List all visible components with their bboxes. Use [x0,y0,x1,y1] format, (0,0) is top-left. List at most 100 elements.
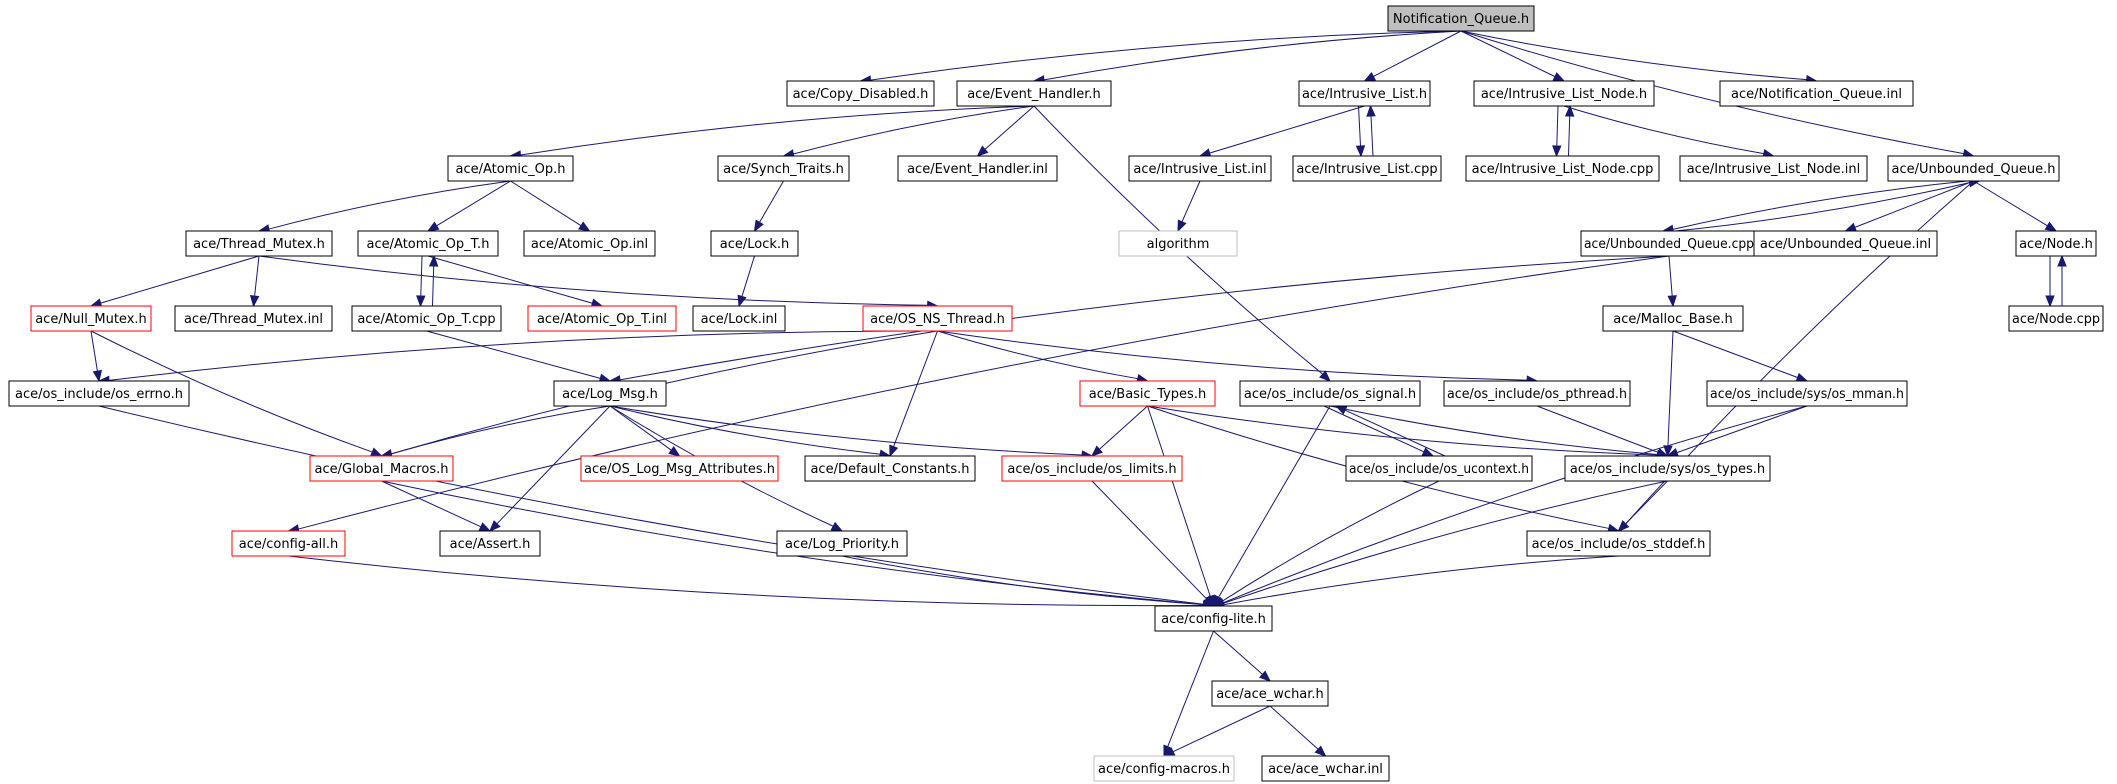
node-ace-wchar-inl[interactable]: ace/ace_wchar.inl [1261,755,1390,782]
node-os-mman[interactable]: ace/os_include/sys/os_mman.h [1706,380,1908,407]
node-copy-dis[interactable]: ace/Copy_Disabled.h [786,80,935,107]
arrowhead [976,145,989,157]
node-null-mutex[interactable]: ace/Null_Mutex.h [30,305,152,332]
edge-line [496,405,611,525]
edge-log_msg-to-default_const [609,405,892,459]
node-atomic-t-h[interactable]: ace/Atomic_Op_T.h [357,230,499,257]
node-box [1345,455,1533,482]
node-config-all[interactable]: ace/config-all.h [231,530,346,557]
node-ace-wchar-h[interactable]: ace/ace_wchar.h [1211,680,1329,707]
edge-synch_traits-to-lock_h [753,180,784,233]
edge-os_limits-to-config_lite [1091,480,1215,607]
node-intr-list-inl[interactable]: ace/Intrusive_List.inl [1128,155,1272,182]
node-os-stddef[interactable]: ace/os_include/os_stddef.h [1526,530,1711,557]
edge-unb_cpp-to-malloc_base [1667,255,1677,308]
node-box [776,530,908,557]
node-nq-inl[interactable]: ace/Notification_Queue.inl [1719,80,1914,107]
node-algorithm[interactable]: algorithm [1118,230,1238,257]
edge-line [937,330,1528,381]
node-thread-mutex-h[interactable]: ace/Thread_Mutex.h [185,230,333,257]
node-box [447,155,574,182]
edge-line [1676,405,1808,454]
edge-config_all-to-config_lite [288,555,1215,611]
node-intr-list-h[interactable]: ace/Intrusive_List.h [1298,80,1431,107]
node-intr-node-inl[interactable]: ace/Intrusive_List_Node.inl [1679,155,1868,182]
node-label: ace/Atomic_Op.h [456,162,566,177]
edge-basic_types-to-os_types [1147,405,1669,460]
edge-basic_types-to-config_lite [1147,405,1215,608]
edge-line [1668,255,1673,297]
node-box [1706,380,1908,407]
node-label: ace/OS_NS_Thread.h [870,312,1005,327]
node-label: ace/Atomic_Op_T.h [367,237,490,252]
node-box [553,380,667,407]
node-config-macros[interactable]: ace/config-macros.h [1093,755,1235,782]
node-lock-h[interactable]: ace/Lock.h [710,230,799,257]
node-event-h[interactable]: ace/Event_Handler.h [956,80,1112,107]
edge-line [1167,630,1214,747]
edge-line [1147,405,1658,456]
edge-unb_cpp-to-unb_h [1674,178,1981,232]
node-box [174,305,333,332]
node-os-types[interactable]: ace/os_include/sys/os_types.h [1564,455,1771,482]
node-os-pthread[interactable]: ace/os_include/os_pthread.h [1443,380,1631,407]
node-unb-cpp[interactable]: ace/Unbounded_Queue.cpp [1580,230,1758,257]
node-intr-list-cpp[interactable]: ace/Intrusive_List.cpp [1292,155,1442,182]
node-intr-node-cpp[interactable]: ace/Intrusive_List_Node.cpp [1465,155,1660,182]
node-lock-inl[interactable]: ace/Lock.inl [692,305,786,332]
edge-log_msg-to-global_macros [380,405,611,459]
node-os-ns-thread[interactable]: ace/OS_NS_Thread.h [862,305,1013,332]
edge-line [1674,182,1970,232]
edge-config_lite-to-ace_wchar_h [1213,630,1272,682]
arrowhead [1617,520,1630,532]
node-event-inl[interactable]: ace/Event_Handler.inl [897,155,1058,182]
node-atomic-h[interactable]: ace/Atomic_Op.h [447,155,574,182]
arrowhead [1844,222,1858,232]
node-label: ace/config-lite.h [1161,612,1266,627]
node-nq-h[interactable]: Notification_Queue.h [1387,5,1535,32]
edge-line [841,555,1204,606]
node-global-macros[interactable]: ace/Global_Macros.h [309,455,454,482]
edge-atomic_h-to-atomic_inl [510,180,591,232]
node-synch-traits[interactable]: ace/Synch_Traits.h [717,155,850,182]
node-label: ace/Intrusive_List.inl [1133,162,1266,177]
node-os-signal[interactable]: ace/os_include/os_signal.h [1239,380,1421,407]
node-box [1292,155,1442,182]
edge-atomic_h-to-atomic_t_h [426,180,511,232]
node-label: ace/config-macros.h [1098,762,1230,777]
node-log-msg[interactable]: ace/Log_Msg.h [553,380,667,407]
node-os-ucontext[interactable]: ace/os_include/os_ucontext.h [1345,455,1533,482]
node-unb-inl[interactable]: ace/Unbounded_Queue.inl [1753,230,1938,257]
edge-line [1323,405,1425,453]
node-log-priority[interactable]: ace/Log_Priority.h [776,530,908,557]
node-box [710,230,799,257]
node-box [1128,155,1272,182]
edge-line [1672,180,1968,230]
arrowhead [668,446,681,457]
node-assert-h[interactable]: ace/Assert.h [439,530,541,557]
node-os-log-attr[interactable]: ace/OS_Log_Msg_Attributes.h [580,455,779,482]
node-box [1118,230,1238,257]
node-os-errno[interactable]: ace/os_include/os_errno.h [8,380,190,407]
edge-ace_wchar_h-to-config_macros [1162,705,1271,757]
node-basic-types[interactable]: ace/Basic_Types.h [1079,380,1216,407]
node-malloc-base[interactable]: ace/Malloc_Base.h [1602,305,1744,332]
node-node-h[interactable]: ace/Node.h [2015,230,2097,257]
node-node-cpp[interactable]: ace/Node.cpp [2008,305,2104,332]
edge-line [1091,480,1207,600]
node-config-lite[interactable]: ace/config-lite.h [1154,605,1273,632]
node-unb-h[interactable]: ace/Unbounded_Queue.h [1887,155,2060,182]
node-label: ace/os_include/os_signal.h [1244,387,1416,402]
node-os-limits[interactable]: ace/os_include/os_limits.h [1001,455,1183,482]
node-intr-node-h[interactable]: ace/Intrusive_List_Node.h [1473,80,1655,107]
arrowhead [428,254,439,267]
node-label: ace/Lock.h [720,237,790,252]
node-atomic-inl[interactable]: ace/Atomic_Op.inl [523,230,656,257]
node-atomic-t-inl[interactable]: ace/Atomic_Op_T.inl [527,305,677,332]
edge-line [1181,180,1201,223]
node-atomic-t-cpp[interactable]: ace/Atomic_Op_T.cpp [351,305,502,332]
edge-line [893,330,938,447]
node-default-const[interactable]: ace/Default_Constants.h [804,455,976,482]
node-thread-mutex-inl[interactable]: ace/Thread_Mutex.inl [174,305,333,332]
edge-line [432,265,435,307]
